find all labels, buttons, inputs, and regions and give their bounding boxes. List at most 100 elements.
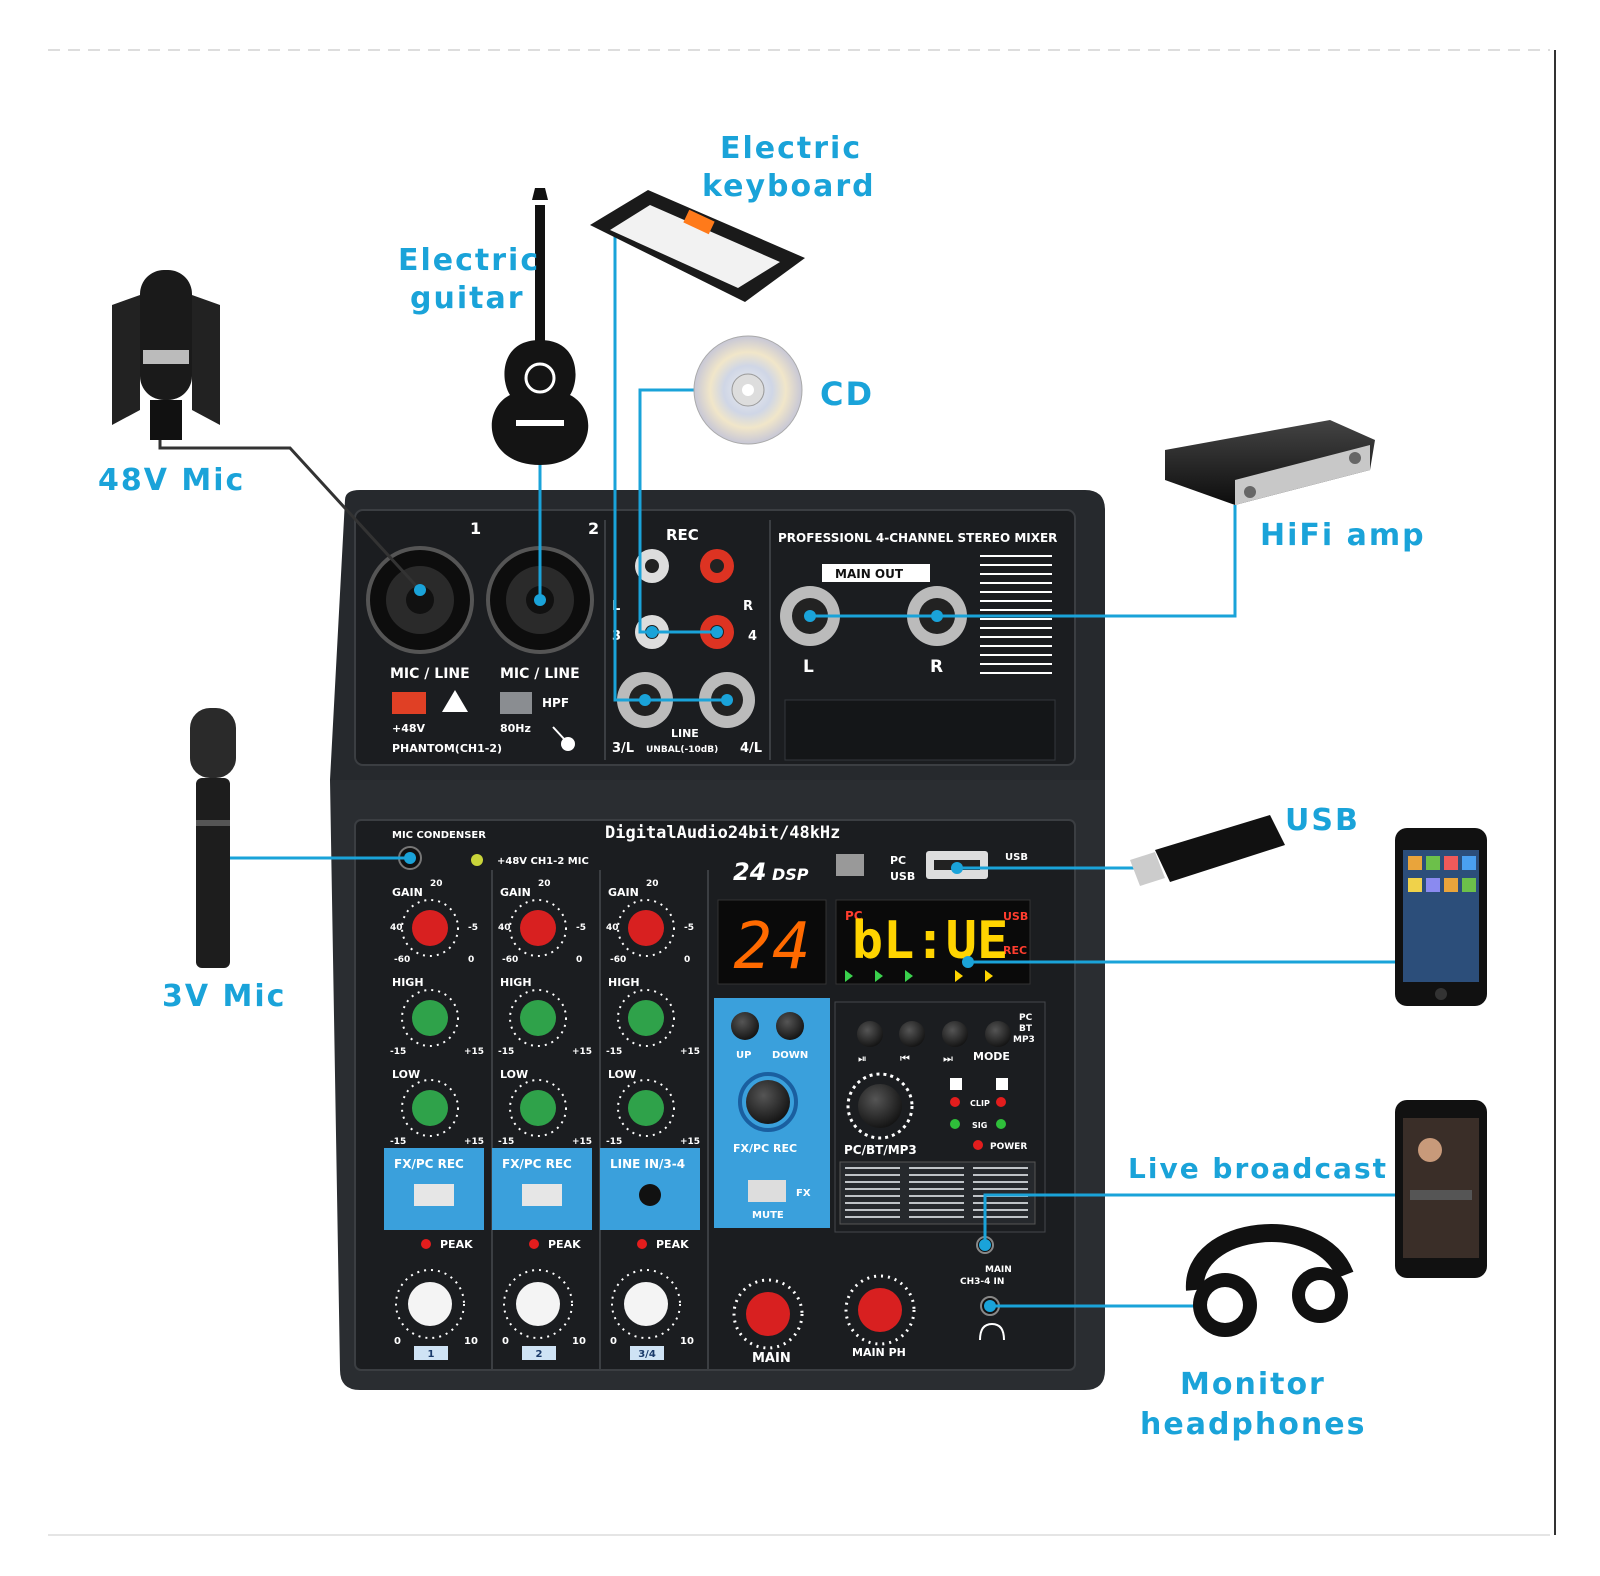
- pc-bt-mp3-knob[interactable]: [846, 1072, 914, 1140]
- peak-label: PEAK: [548, 1238, 581, 1251]
- next-button[interactable]: [942, 1021, 968, 1047]
- fx-mute-button[interactable]: [748, 1180, 786, 1202]
- fx-send-button[interactable]: [414, 1184, 454, 1206]
- gain-scale-right: -5: [684, 923, 694, 933]
- mixer-title: PROFESSIONL 4-CHANNEL STEREO MIXER: [778, 531, 1057, 545]
- level-knob-1[interactable]: [395, 1269, 465, 1339]
- rca-4-label: 4: [748, 629, 757, 644]
- low-label: LOW: [500, 1068, 528, 1081]
- hpf-frequency: 80Hz: [500, 722, 531, 735]
- xlr-combo-jack-1[interactable]: [366, 546, 474, 654]
- main-level-knob[interactable]: [732, 1278, 804, 1350]
- peak-label: PEAK: [440, 1238, 473, 1251]
- low-eq-knob-2[interactable]: [509, 1079, 567, 1137]
- line-unbal-label: UNBAL(-10dB): [646, 745, 718, 755]
- hifi-amp-icon: [1165, 420, 1375, 505]
- usb-small-label: USB: [890, 870, 915, 883]
- line-in-34-jack[interactable]: [639, 1184, 661, 1206]
- gain-knob-2[interactable]: [509, 899, 567, 957]
- player-pc: PC: [1019, 1013, 1033, 1023]
- player-display: [835, 899, 1031, 985]
- electric-guitar-icon: [491, 188, 589, 465]
- channel-tag: 1: [428, 1349, 435, 1360]
- channel-tag: 2: [536, 1349, 543, 1360]
- power-label: POWER: [990, 1142, 1027, 1152]
- sig-led-l: [950, 1119, 960, 1129]
- level-knob-3[interactable]: [611, 1269, 681, 1339]
- live-broadcast-callout: Live broadcast: [1128, 1152, 1388, 1185]
- channel-tag-badge: [414, 1346, 448, 1360]
- high-eq-knob-3[interactable]: [617, 989, 675, 1047]
- hifi-callout: HiFi amp: [1260, 518, 1426, 553]
- dsp-display-digits: 24: [733, 910, 810, 984]
- high-eq-knob-1[interactable]: [401, 989, 459, 1047]
- mode-label: MODE: [973, 1050, 1010, 1063]
- main-switch-label: MAIN: [985, 1265, 1012, 1275]
- gain-knob-3[interactable]: [617, 899, 675, 957]
- power-led: [973, 1140, 983, 1150]
- previous-button[interactable]: [899, 1021, 925, 1047]
- mode-button[interactable]: [985, 1021, 1011, 1047]
- low-eq-knob-1[interactable]: [401, 1079, 459, 1137]
- blank-area: [784, 699, 1056, 761]
- vent-grille: [980, 555, 1052, 674]
- rca-rec-left[interactable]: [635, 549, 669, 583]
- fx-label: FX: [796, 1188, 811, 1199]
- phantom-48v-button[interactable]: [392, 692, 426, 714]
- previous-icon: ⏮: [900, 1052, 910, 1065]
- gain-scale-left: 40: [498, 923, 511, 933]
- fx-down-button[interactable]: [776, 1012, 804, 1040]
- main-ph-label: MAIN PH: [852, 1346, 906, 1359]
- rca-rec-right[interactable]: [700, 549, 734, 583]
- clip-led-l: [950, 1097, 960, 1107]
- rca-3-label: 3: [612, 629, 621, 644]
- high-eq-knob-2[interactable]: [509, 989, 567, 1047]
- mic-line-label-1: MIC / LINE: [390, 666, 470, 682]
- fx-pc-rec-label: FX/PC REC: [733, 1142, 797, 1155]
- high-scale-min: -15: [606, 1047, 622, 1057]
- low-scale-max: +15: [572, 1137, 592, 1147]
- high-scale-min: -15: [390, 1047, 406, 1057]
- play-pause-button[interactable]: [857, 1021, 883, 1047]
- cd-line: [638, 388, 745, 634]
- effects-list-lines: [845, 1167, 1028, 1218]
- sig-label: SIG: [972, 1121, 987, 1130]
- channel-tag: 3/4: [638, 1349, 656, 1360]
- channel-tag-badge: [522, 1346, 556, 1360]
- fx-up-button[interactable]: [731, 1012, 759, 1040]
- player-mp3: MP3: [1013, 1035, 1035, 1045]
- display-rec: REC: [1003, 944, 1027, 957]
- pc-usb-button[interactable]: [836, 854, 864, 876]
- peak-label: PEAK: [656, 1238, 689, 1251]
- peak-led: [529, 1239, 539, 1249]
- player-buttons: ⏯⏮⏭: [857, 1021, 1011, 1065]
- hifi-line: [810, 505, 1237, 618]
- level-scale-min: 0: [610, 1336, 617, 1347]
- low-scale-min: -15: [606, 1137, 622, 1147]
- level-scale-max: 10: [572, 1336, 586, 1347]
- low-eq-knob-3[interactable]: [617, 1079, 675, 1137]
- low-scale-min: -15: [498, 1137, 514, 1147]
- main-out-badge: [822, 564, 930, 582]
- high-label: HIGH: [608, 976, 640, 989]
- fx-down-label: DOWN: [772, 1050, 808, 1061]
- gain-knob-1[interactable]: [401, 899, 459, 957]
- high-label: HIGH: [500, 976, 532, 989]
- cd-disc-icon: [693, 335, 803, 445]
- strip-label: FX/PC REC: [394, 1157, 464, 1171]
- gain-scale-top: 20: [646, 879, 659, 889]
- rca-r-label: R: [743, 599, 753, 614]
- guitar-callout-line2: guitar: [410, 281, 525, 316]
- hpf-button[interactable]: [500, 692, 532, 714]
- main-ph-knob[interactable]: [844, 1274, 916, 1346]
- fx-send-button[interactable]: [522, 1184, 562, 1206]
- pc-label: PC: [890, 854, 906, 867]
- effects-list: [839, 1161, 1036, 1225]
- gain-scale-min: -60: [610, 955, 626, 965]
- fx-knob[interactable]: [738, 1072, 798, 1132]
- smartphone-icon: [1395, 828, 1487, 1006]
- dsp-number: 24: [733, 858, 766, 886]
- level-knob-2[interactable]: [503, 1269, 573, 1339]
